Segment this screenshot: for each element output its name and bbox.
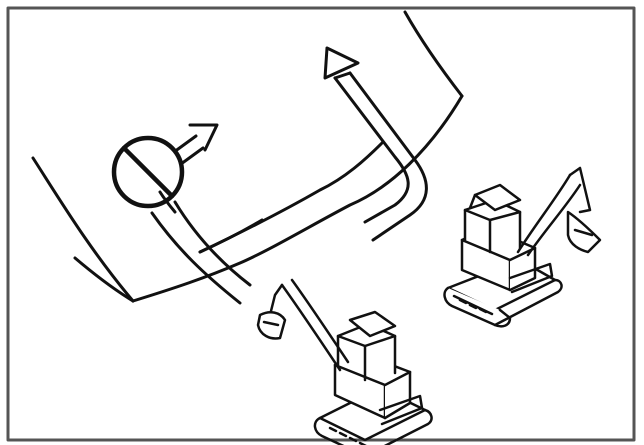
prohibited-icon xyxy=(111,135,185,214)
figure-border xyxy=(6,6,636,442)
slope-terrain xyxy=(31,10,464,303)
safe-route-arrow-icon xyxy=(323,46,428,242)
excavator-icon xyxy=(443,166,602,328)
prohibited-route xyxy=(150,123,252,305)
excavator-icon xyxy=(256,278,433,445)
